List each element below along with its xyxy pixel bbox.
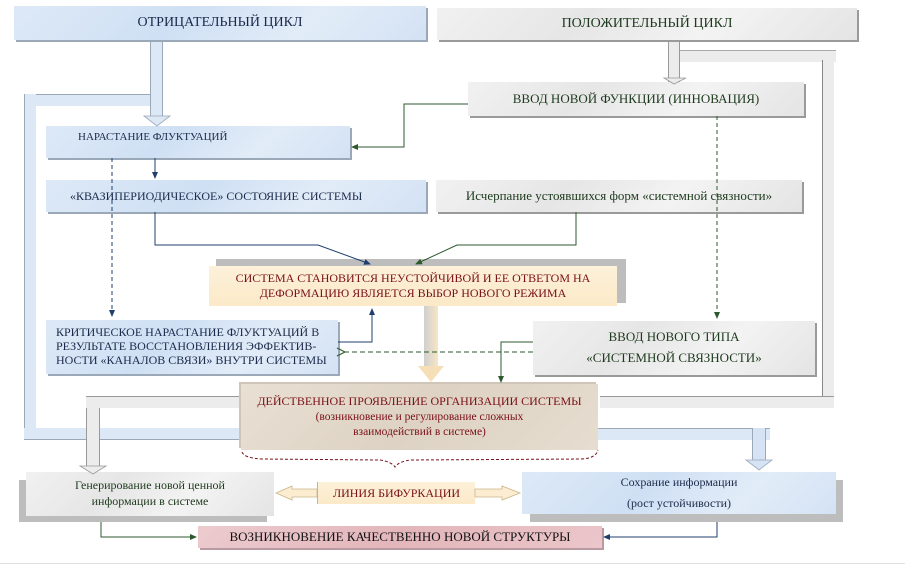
critical-growth-line-1: КРИТИЧЕСКОЕ НАРАСТАНИЕ ФЛУКТУАЦИЙ В <box>56 325 320 340</box>
bifurcation-label: ЛИНИЯ БИФУРКАЦИИ <box>332 485 461 500</box>
unstable-system-line-1: СИСТЕМА СТАНОВИТСЯ НЕУСТОЙЧИВОЙ И ЕЕ ОТВ… <box>235 271 591 285</box>
negative-loop-frame-top <box>24 94 156 106</box>
positive-loop-frame-right <box>822 60 834 408</box>
generation-line-2: информации в системе <box>91 494 209 508</box>
negative-loop-frame-bottom <box>24 428 244 440</box>
positive-stem-arrow-head <box>662 77 687 85</box>
negative-loop-down-right <box>752 428 766 460</box>
exhaustion-label: Исчерпание устоявшихся форм «системной с… <box>465 187 773 203</box>
negative-loop-frame-left <box>24 94 36 440</box>
bifurcation-right-arrow <box>474 485 522 501</box>
quasi-periodic-label: «КВАЗИПЕРИОДИЧЕСКОЕ» СОСТОЯНИЕ СИСТЕМЫ <box>70 188 363 203</box>
positive-cycle-label: ПОЛОЖИТЕЛЬНЫЙ ЦИКЛ <box>561 16 733 32</box>
organization-subtitle-1: (возникновение и регулирование сложных <box>315 410 524 423</box>
new-structure-box: ВОЗНИКНОВЕНИЕ КАЧЕСТВЕННО НОВОЙ СТРУКТУР… <box>198 526 602 548</box>
positive-loop-frame-top <box>676 50 836 62</box>
positive-loop-left-arrow-head <box>78 465 108 475</box>
connectivity-to-organization-line <box>498 341 533 383</box>
positive-loop-frame-bottom-left <box>86 396 246 408</box>
new-connectivity-line-1: ВВОД НОВОГО ТИПА <box>608 329 740 345</box>
exhaustion-to-unstable-line <box>415 212 577 265</box>
organization-box: ДЕЙСТВЕННОЕ ПРОЯВЛЕНИЕ ОРГАНИЗАЦИИ СИСТЕ… <box>241 384 598 450</box>
generation-box: Генерирование новой ценной информации в … <box>26 472 274 516</box>
unstable-system-line-2: ДЕФОРМАЦИЮ ЯВЛЯЕТСЯ ВЫБОР НОВОГО РЕЖИМА <box>259 286 567 300</box>
preservation-line-1: Сохрание информации <box>620 475 738 489</box>
new-structure-label: ВОЗНИКНОВЕНИЕ КАЧЕСТВЕННО НОВОЙ СТРУКТУР… <box>229 528 571 544</box>
preservation-to-structure-line <box>603 522 718 540</box>
positive-cycle-header: ПОЛОЖИТЕЛЬНЫЙ ЦИКЛ <box>437 8 857 40</box>
negative-header-stem <box>150 40 163 116</box>
innovation-to-fluctuation-line <box>351 103 468 150</box>
negative-stem-arrow-head <box>142 115 172 127</box>
bifurcation-box: ЛИНИЯ БИФУРКАЦИИ <box>317 482 475 504</box>
positive-header-stem <box>668 40 680 84</box>
organization-title: ДЕЙСТВЕННОЕ ПРОЯВЛЕНИЕ ОРГАНИЗАЦИИ СИСТЕ… <box>257 394 582 409</box>
new-function-label: ВВОД НОВОЙ ФУНКЦИИ (ИННОВАЦИЯ) <box>512 90 760 106</box>
critical-to-unstable-line <box>338 308 375 343</box>
fluctuation-growth-label: НАРАСТАНИЕ ФЛУКТУАЦИЙ <box>78 131 228 143</box>
generation-to-structure-line <box>100 522 197 540</box>
unstable-system-box: СИСТЕМА СТАНОВИТСЯ НЕУСТОЙЧИВОЙ И ЕЕ ОТВ… <box>209 266 617 306</box>
organization-subtitle-2: взаимодействий в системе) <box>353 425 486 438</box>
negative-loop-right-arrow-head <box>744 459 774 471</box>
exhaustion-box: Исчерпание устоявшихся форм «системной с… <box>436 180 802 212</box>
quasi-to-unstable-line <box>154 212 371 265</box>
negative-loop-frame-bottom-right <box>598 428 770 440</box>
new-function-box: ВВОД НОВОЙ ФУНКЦИИ (ИННОВАЦИЯ) <box>468 82 804 116</box>
organization-brace <box>241 449 599 468</box>
positive-loop-frame-bottom <box>600 396 834 408</box>
negative-cycle-header: ОТРИЦАТЕЛЬНЫЙ ЦИКЛ <box>14 6 426 40</box>
bifurcation-left-arrow <box>275 485 318 501</box>
positive-loop-down-left <box>86 396 100 466</box>
generation-line-1: Генерирование новой ценной <box>75 478 225 493</box>
preservation-line-2: (рост устойчивости) <box>626 496 732 510</box>
new-connectivity-box: ВВОД НОВОГО ТИПА «СИСТЕМНОЙ СВЯЗНОСТИ» <box>533 321 815 375</box>
fluctuation-growth-box: НАРАСТАНИЕ ФЛУКТУАЦИЙ <box>46 126 350 158</box>
critical-growth-line-2: РЕЗУЛЬТАТЕ ВОССТАНОВЛЕНИЯ ЭФФЕКТИВ- <box>56 339 317 354</box>
critical-growth-box: КРИТИЧЕСКОЕ НАРАСТАНИЕ ФЛУКТУАЦИЙ В РЕЗУ… <box>46 320 338 374</box>
center-down-arrow-head <box>418 366 444 382</box>
negative-cycle-label: ОТРИЦАТЕЛЬНЫЙ ЦИКЛ <box>137 15 303 31</box>
new-connectivity-line-2: «СИСТЕМНОЙ СВЯЗНОСТИ» <box>586 350 762 365</box>
preservation-box: Сохрание информации (рост устойчивости) <box>522 472 836 514</box>
bottom-divider <box>0 563 905 564</box>
quasi-periodic-box: «КВАЗИПЕРИОДИЧЕСКОЕ» СОСТОЯНИЕ СИСТЕМЫ <box>46 180 426 212</box>
critical-growth-line-3: НОСТИ «КАНАЛОВ СВЯЗИ» ВНУТРИ СИСТЕМЫ <box>56 352 327 367</box>
